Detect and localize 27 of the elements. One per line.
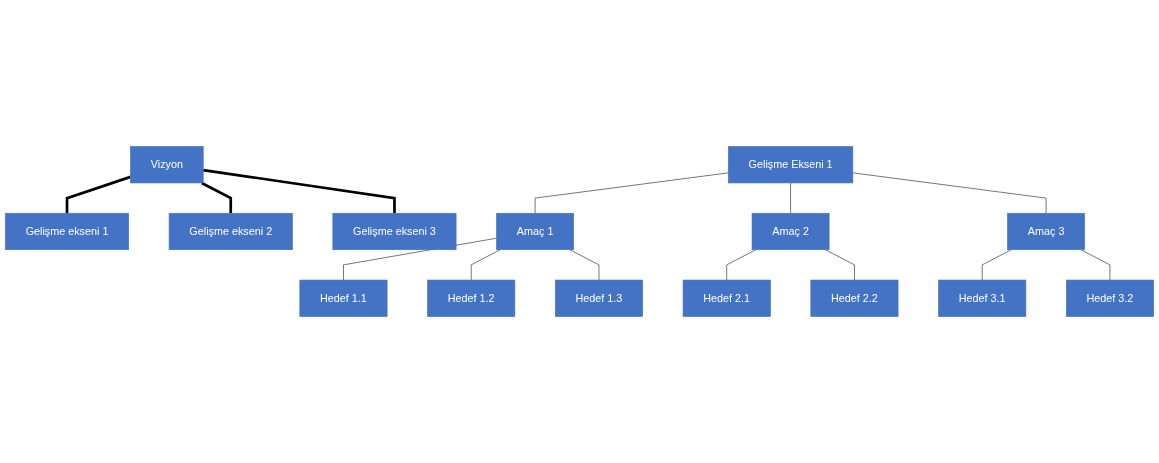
- connector: [65, 175, 131, 214]
- node-box: Hedef 2.1: [682, 279, 771, 317]
- node-box: Gelişme Ekseni 1: [728, 146, 854, 184]
- node-box: Gelişme ekseni 3: [332, 212, 457, 251]
- connector: [726, 249, 757, 281]
- connector: [825, 249, 855, 281]
- node-box: Hedef 2.2: [810, 279, 899, 317]
- node-box: Hedef 1.3: [555, 279, 643, 317]
- connector: [534, 172, 729, 214]
- connector: [470, 249, 501, 281]
- connector: [852, 172, 1047, 214]
- connector: [203, 168, 396, 214]
- node-box: Gelişme ekseni 2: [168, 212, 293, 251]
- node-box: Gelişme ekseni 1: [5, 212, 129, 251]
- connector: [569, 249, 600, 281]
- node-box: Hedef 3.1: [938, 279, 1027, 317]
- connector: [201, 181, 233, 214]
- connector: [1080, 249, 1111, 281]
- node-box: Amaç 1: [496, 212, 574, 251]
- node-box: Vizyon: [130, 146, 204, 184]
- node-box: Amaç 2: [751, 212, 830, 251]
- node-box: Hedef 1.1: [299, 279, 388, 317]
- node-box: Amaç 3: [1007, 212, 1085, 251]
- connector: [790, 182, 791, 214]
- node-box: Hedef 3.2: [1066, 279, 1154, 317]
- connector: [981, 249, 1012, 281]
- node-box: Hedef 1.2: [427, 279, 516, 317]
